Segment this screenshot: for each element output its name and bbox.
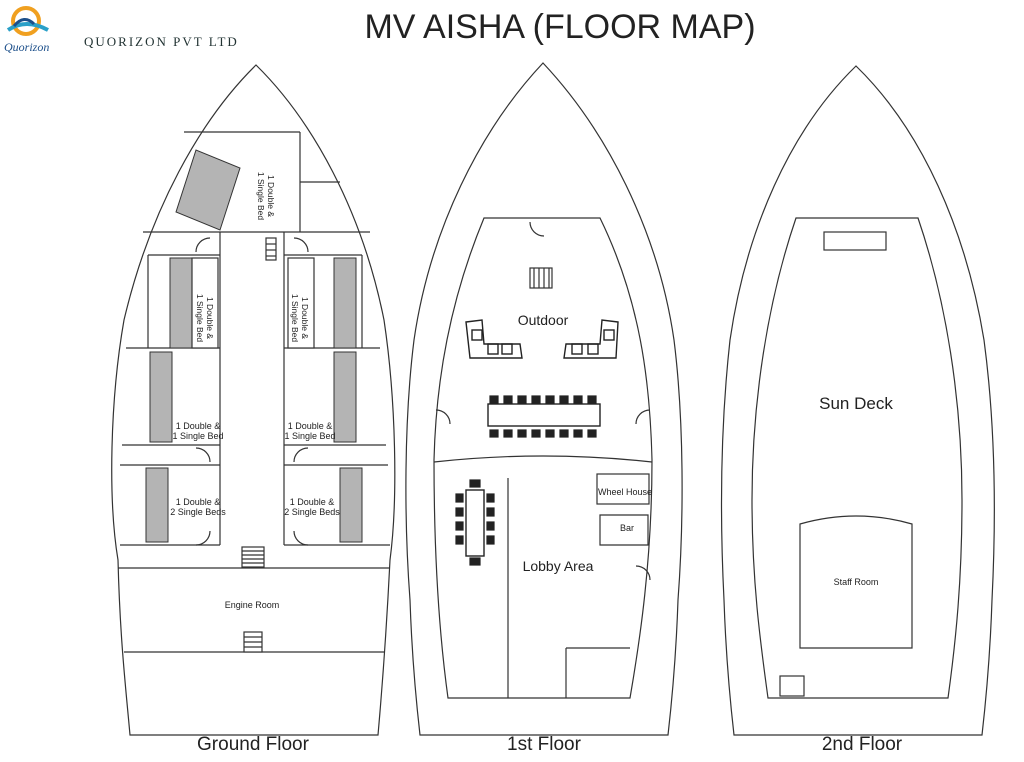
- area-label-lobby: Lobby Area: [522, 558, 594, 574]
- area-label-sun-deck: Sun Deck: [819, 394, 893, 413]
- outdoor-dining-table: [487, 395, 601, 438]
- company-name: QUORIZON PVT LTD: [84, 34, 239, 49]
- room-label-right-cabin-1: 1 Double &1 Single Bed: [290, 293, 310, 343]
- second-floor-hull: [720, 65, 995, 736]
- first-floor-hull: [405, 62, 683, 736]
- area-label-bar: Bar: [619, 523, 634, 533]
- area-label-wheel-house: Wheel House: [597, 487, 653, 497]
- room-label-left-cabin-2: 1 Double &1 Single Bed: [172, 421, 224, 441]
- room-label-engine-room: Engine Room: [224, 600, 280, 610]
- floor-label-first: 1st Floor: [507, 734, 581, 755]
- page-title: MV AISHA (FLOOR MAP): [364, 8, 756, 46]
- floor-label-ground: Ground Floor: [197, 734, 309, 755]
- outdoor-sofas: [465, 319, 619, 359]
- logo-text: Quorizon: [4, 40, 50, 54]
- room-label-right-cabin-3: 1 Double &2 Single Beds: [284, 497, 340, 517]
- ground-stairs: [241, 237, 277, 653]
- room-label-left-cabin-3: 1 Double &2 Single Beds: [170, 497, 226, 517]
- area-label-outdoor: Outdoor: [517, 312, 569, 328]
- area-label-staff-room: Staff Room: [833, 577, 879, 587]
- floor-label-second: 2nd Floor: [821, 734, 903, 755]
- ground-floor-hull: [111, 64, 396, 736]
- company-logo: [4, 4, 70, 44]
- room-label-bow-cabin: 1 Double &1 Single Bed: [256, 171, 276, 221]
- lobby-dining-table: [455, 479, 495, 566]
- logo-icon: [6, 6, 49, 36]
- room-label-right-cabin-2: 1 Double &1 Single Bed: [284, 421, 336, 441]
- room-label-left-cabin-1: 1 Double &1 Single Bed: [195, 293, 215, 343]
